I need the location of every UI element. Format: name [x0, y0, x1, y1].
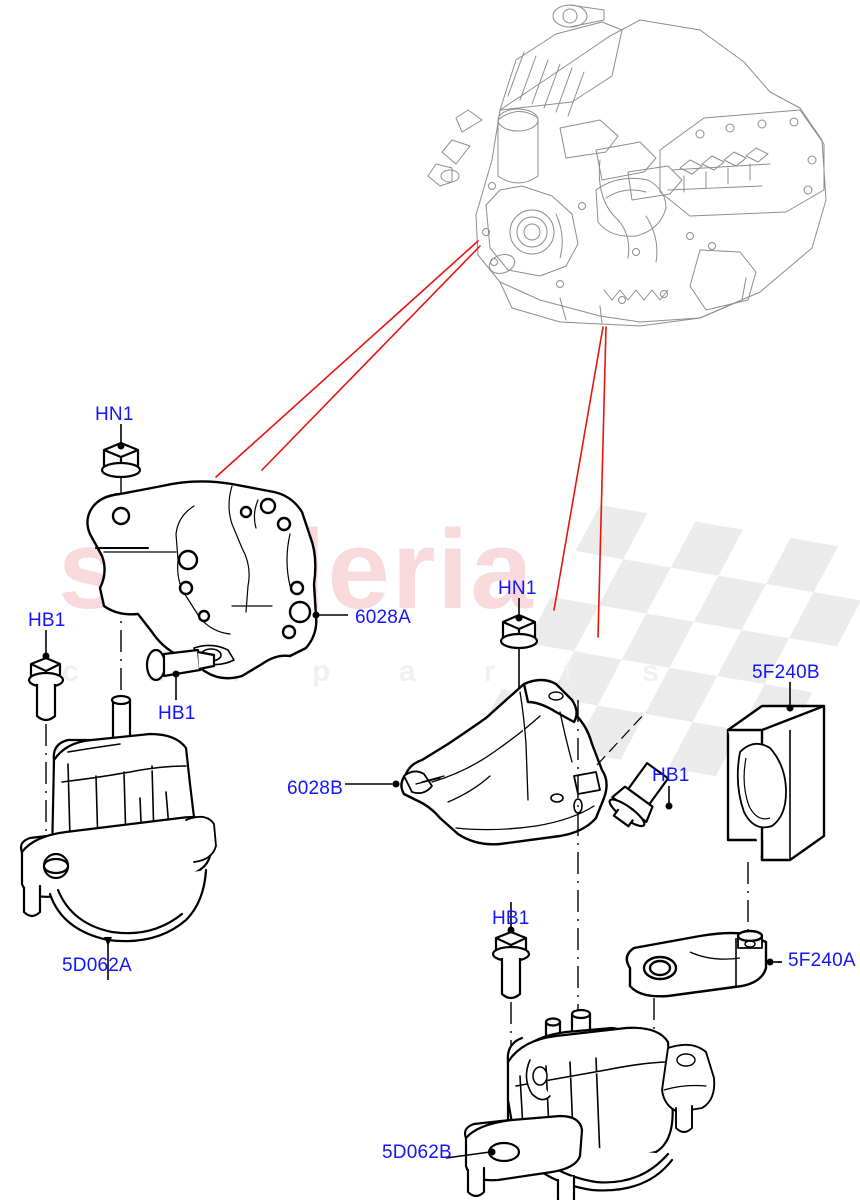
hb1-bolt-right-leader [596, 711, 673, 810]
red-line-left-b [261, 245, 481, 471]
label-hn1-left: HN1 [95, 404, 134, 425]
part-6028b-leader [345, 780, 400, 788]
engine-illustration [427, 4, 827, 327]
label-part-5d062a: 5D062A [62, 955, 132, 976]
assembly-pointer-lines [215, 240, 607, 638]
part-6028a-leader [312, 611, 348, 619]
part-6028a-bracket [86, 480, 318, 680]
label-hb1-left: HB1 [28, 610, 66, 631]
part-5d062b-mount [463, 1008, 716, 1200]
label-hb1-mid: HB1 [158, 703, 196, 724]
hn1-nut-right [499, 613, 539, 650]
hb1-bolt-mid [145, 648, 216, 682]
hb1-bolt-left [27, 656, 65, 722]
label-part-5d062b: 5D062B [382, 1142, 452, 1163]
red-line-right-a [553, 326, 604, 611]
hb1-bolt-bottom [491, 930, 531, 1000]
hb1-bolt-mid-leader [172, 670, 180, 700]
label-hn1-right: HN1 [498, 578, 537, 599]
red-line-left-a [215, 240, 479, 478]
part-6028b-bracket [400, 678, 608, 846]
part-5f240b-heatshield [726, 704, 826, 862]
part-5f240a-arm [625, 929, 768, 998]
label-part-6028b: 6028B [287, 778, 343, 799]
red-line-right-b [597, 326, 607, 638]
hb1-bolt-right [608, 761, 670, 828]
part-5d062b-leader [445, 1148, 496, 1159]
part-5d062a-mount [19, 694, 217, 943]
label-part-6028a: 6028A [355, 607, 411, 628]
label-hb1-right: HB1 [652, 765, 690, 786]
label-hb1-bottom: HB1 [492, 908, 530, 929]
part-5d062a-leader [104, 937, 112, 980]
label-part-5f240a: 5F240A [788, 950, 856, 971]
part-5f240b-leader [747, 682, 794, 942]
hn1-nut-left-leader [117, 424, 125, 450]
hb1-bolt-left-leader [42, 630, 50, 900]
label-part-5f240b: 5F240B [752, 662, 820, 683]
